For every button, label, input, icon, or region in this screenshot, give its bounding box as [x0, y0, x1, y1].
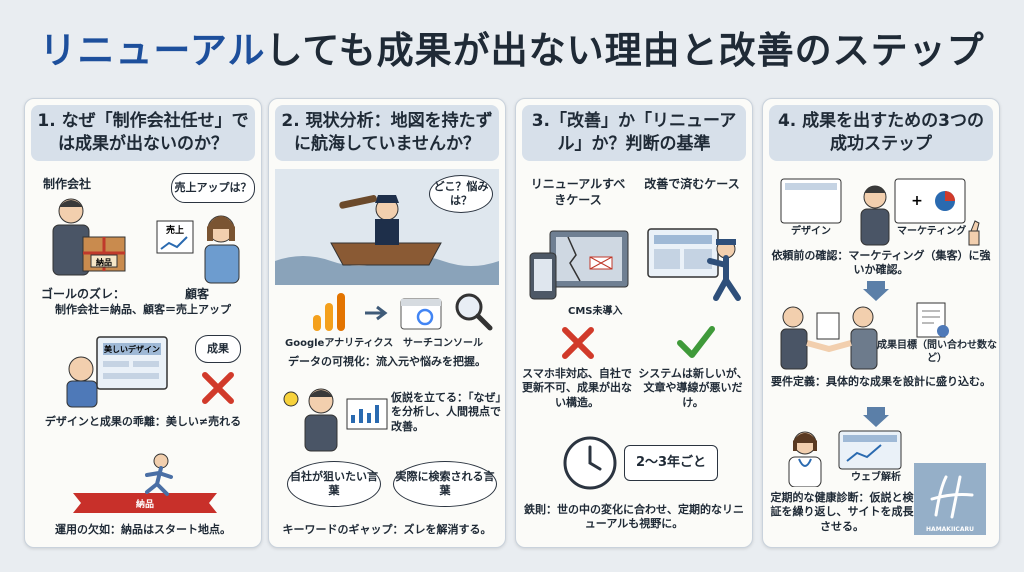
col-improve-label: 改善で済むケース	[644, 177, 740, 191]
broken-monitor-illustration	[529, 230, 629, 300]
ribbon-label: 納品	[136, 498, 154, 510]
card-design-label: デザイン	[791, 226, 831, 237]
boat-illustration	[275, 169, 499, 285]
col-renew-label: リニューアルすべきケース	[530, 177, 626, 207]
cms-label: CMS未導入	[568, 306, 623, 317]
consult-illustration: +	[780, 178, 980, 246]
panel2-heading: 2. 現状分析：地図を持たずに航海していませんか？	[275, 105, 499, 161]
label-company: 制作会社	[43, 177, 92, 191]
worker-illustration	[647, 228, 741, 301]
panel4-heading: 4. 成果を出すための3つの成功ステップ	[769, 105, 993, 161]
magnifier-icon	[455, 293, 493, 331]
box-label: 納品	[96, 257, 112, 267]
sales-bubble: 売上アップは？	[171, 173, 255, 203]
check-icon	[677, 326, 715, 358]
clock-icon	[563, 436, 617, 490]
document-icon	[916, 302, 949, 338]
text-visual: データの可視化：流入元や悩みを把握。	[288, 355, 486, 368]
cycle-badge: 2〜3年ごと	[624, 445, 718, 481]
arrow-down-icon-2	[863, 407, 889, 427]
result-bubble: 成果	[195, 335, 241, 363]
text-ops: 運用の欠如：納品はスタート地点。	[55, 523, 231, 536]
panel-judgement: 3.「改善」か「リニューアル」か？判断の基準 リニューアルすべきケース 改善で済…	[515, 98, 753, 548]
text-rule: 鉄則：世の中の変化に合わせ、定期的なリニューアルも視野に。	[524, 503, 744, 531]
text-target: 成果目標（問い合わせ数など）	[877, 340, 997, 364]
company-person-illustration: 納品	[52, 198, 126, 276]
label-analysis: ウェブ解析	[851, 472, 901, 483]
designer-illustration: 美しいデザイン	[66, 336, 168, 408]
analytics-icon	[313, 293, 345, 331]
text-check: 定期的な健康診断：仮説と検証を繰り返し、サイトを成長させる。	[770, 491, 914, 533]
text-req: 要件定義：具体的な成果を設計に盛り込む。	[771, 375, 991, 388]
text-renew: スマホ非対応、自社で更新不可、成果が出ない構造。	[522, 367, 632, 409]
panel1-heading: 1. なぜ「制作会社任せ」では成果が出ないのか？	[31, 105, 255, 161]
brand-logo: HAMAKIICARU	[914, 463, 986, 535]
chart-label: 売上	[166, 224, 184, 236]
title-highlight: リニューアル	[39, 29, 266, 72]
renew-cross-icon	[562, 327, 594, 359]
svg-text:+: +	[911, 193, 923, 209]
text-goal-detail: 制作会社＝納品、顧客＝売上アップ	[55, 303, 231, 316]
panel-reasons: 1. なぜ「制作会社任せ」では成果が出ないのか？ 制作会社 納品 売上アップは？…	[24, 98, 262, 548]
text-goal: ゴールのズレ：	[41, 287, 126, 301]
ga-label: Googleアナリティクス	[285, 338, 394, 349]
analyst-illustration	[283, 388, 388, 452]
label-customer: 顧客	[185, 287, 210, 301]
logo-text: HAMAKIICARU	[926, 526, 974, 533]
text-confirm: 依頼前の確認：マーケティング（集客）に強いか確認。	[771, 249, 991, 277]
search-console-icon	[400, 298, 442, 330]
panel-analysis: 2. 現状分析：地図を持たずに航海していませんか？ どこ？悩みは？ Google…	[268, 98, 506, 548]
title-rest: しても成果が出ない理由と改善のステップ	[265, 29, 985, 72]
arrow-right-icon	[365, 305, 388, 321]
screen-label: 美しいデザイン	[104, 344, 160, 354]
text-hypo: 仮説を立てる：「なぜ」を分析し、人間視点で改善。	[391, 391, 501, 433]
text-improve: システムは新しいが、文章や導線が悪いだけ。	[638, 367, 748, 409]
handshake-illustration	[780, 306, 878, 370]
text-design: デザインと成果の乖離：美しい≠売れる	[44, 415, 242, 428]
panel3-heading: 3.「改善」か「リニューアル」か？判断の基準	[522, 105, 746, 161]
panel-steps: 4. 成果を出すための3つの成功ステップ + デザイン マーケティング 依頼前の…	[762, 98, 1000, 548]
self-keyword-bubble: 自社が狙いたい言葉	[287, 461, 381, 507]
where-bubble: どこ？悩みは？	[429, 175, 493, 213]
cross-icon	[202, 372, 234, 404]
sc-label: サーチコンソール	[403, 338, 483, 349]
card-marketing-label: マーケティング	[897, 226, 967, 237]
doctor-illustration	[788, 430, 902, 487]
text-keyword: キーワードのギャップ：ズレを解消する。	[282, 523, 492, 536]
arrow-down-icon	[863, 281, 889, 301]
brand-mark-icon: HAMAKIICARU	[926, 475, 974, 533]
runner-illustration: 納品	[73, 453, 217, 513]
customer-illustration: 売上	[156, 215, 240, 284]
page-title: リニューアルしても成果が出ない理由と改善のステップ	[0, 20, 1024, 74]
search-keyword-bubble: 実際に検索される言葉	[393, 461, 497, 507]
